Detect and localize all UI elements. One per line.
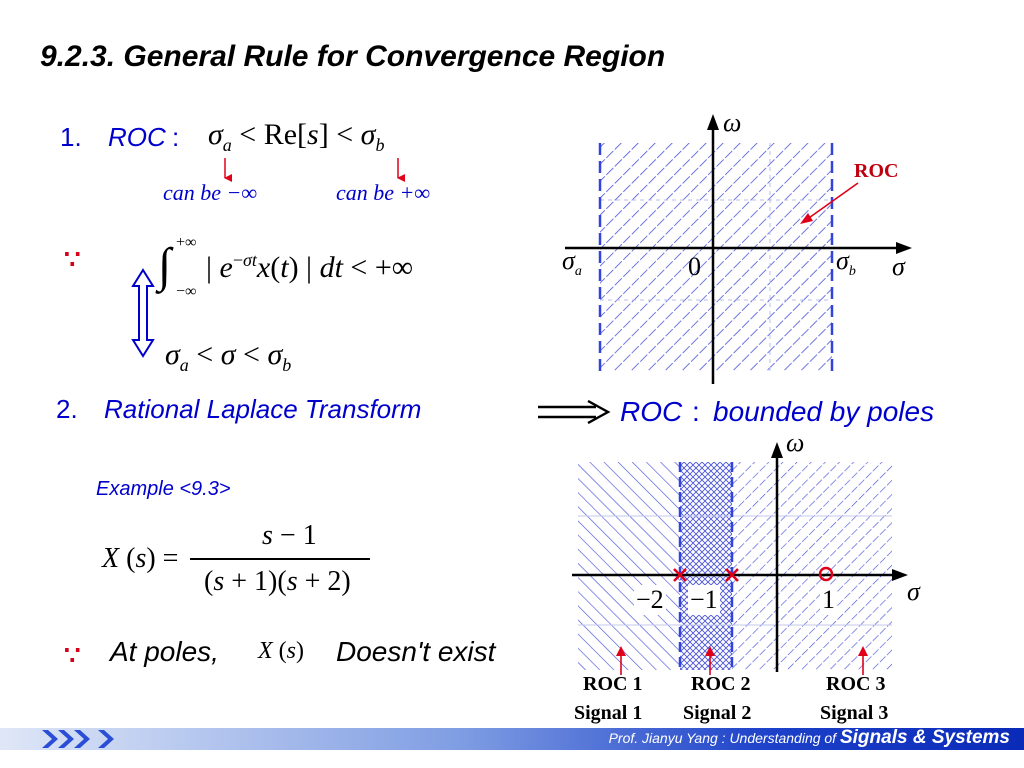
diagram1-sigma-a-label: σa: [562, 246, 582, 280]
footer-author: Prof. Jianyu Yang : Understanding of: [608, 730, 840, 746]
footer-credit: Prof. Jianyu Yang : Understanding of Sig…: [609, 727, 1010, 749]
fraction-bar: [190, 558, 370, 560]
roc3-region: [732, 462, 892, 670]
at-poles-function: X (s): [258, 638, 305, 664]
item2-result-colon: :: [692, 396, 700, 427]
diagram1-origin-label: 0: [688, 252, 701, 281]
can-be-plus-infinity: can be +∞: [336, 180, 431, 205]
diagram1-sigma-label: σ: [892, 252, 905, 281]
example-label: Example <9.3>: [96, 478, 231, 500]
footer-course: Signals & Systems: [839, 727, 1010, 748]
pole-minus2: [673, 568, 687, 582]
roc3-label: ROC 3: [826, 673, 886, 695]
footer: Prof. Jianyu Yang : Understanding of Sig…: [0, 724, 1024, 752]
diagram1-roc-label: ROC: [854, 160, 899, 182]
roc-inequality: σa < Re[s] < σb: [208, 118, 385, 155]
signal3-label: Signal 3: [820, 702, 889, 724]
fraction-denominator: (s + 1)(s + 2): [204, 566, 351, 597]
chevron-right-icon: [42, 730, 114, 748]
item1-colon: :: [172, 122, 180, 152]
roc2-label: ROC 2: [691, 673, 751, 695]
roc-pointer-arrow: [805, 182, 859, 221]
signal1-label: Signal 1: [574, 702, 643, 724]
omega-axis-arrowhead: [707, 114, 719, 130]
roc2-region: [680, 462, 732, 670]
page-title: 9.2.3. General Rule for Convergence Regi…: [40, 40, 666, 73]
equivalence-double-arrow-icon: [131, 268, 155, 358]
implies-arrow-icon: [538, 400, 611, 424]
integral-upper-limit: +∞: [176, 234, 197, 251]
item1-number: 1.: [60, 122, 82, 152]
sigma-axis-arrowhead: [896, 242, 912, 254]
diagram2-sigma-label: σ: [907, 577, 920, 606]
footer-bar: [0, 728, 1024, 750]
item2-number: 2.: [56, 394, 78, 424]
region-pointer-arrows: [616, 646, 868, 675]
at-poles-prefix: At poles,: [110, 636, 219, 667]
diagram1-sigma-b-label: σb: [836, 246, 856, 280]
because-symbol: ∵: [64, 244, 81, 274]
diagram2-omega-label: ω: [786, 428, 805, 457]
signal2-label: Signal 2: [683, 702, 752, 724]
tick-minus2: −2: [634, 585, 666, 615]
zero-at-1: [818, 566, 834, 582]
at-poles-suffix: Doesn't exist: [336, 636, 496, 667]
sigma-axis-arrowhead: [892, 569, 908, 581]
integral-body: | e−σtx(t) | dt < +∞: [206, 250, 414, 284]
fraction-numerator: s − 1: [262, 520, 317, 551]
roc1-label: ROC 1: [583, 673, 643, 695]
roc1-region: [578, 462, 680, 670]
tick-minus1: −1: [688, 585, 720, 615]
integral-lower-limit: −∞: [176, 283, 197, 300]
roc-hatched-region: [600, 143, 832, 371]
item2-result-text: bounded by poles: [713, 396, 935, 427]
pole-minus1: [725, 568, 739, 582]
item1-label: ROC: [108, 122, 166, 152]
tick-1: 1: [820, 585, 837, 615]
item2-label: Rational Laplace Transform: [104, 394, 422, 424]
transfer-function-lhs: X (s) =: [102, 543, 179, 574]
diagram1-omega-label: ω: [723, 108, 742, 137]
integral-sign: ∫: [158, 239, 172, 292]
item2-result-roc: ROC: [620, 396, 683, 427]
can-be-minus-infinity: can be −∞: [163, 180, 258, 205]
because-symbol-2: ∵: [64, 640, 81, 670]
omega-axis-arrowhead: [771, 442, 783, 458]
sigma-range: σa < σ < σb: [165, 338, 292, 375]
